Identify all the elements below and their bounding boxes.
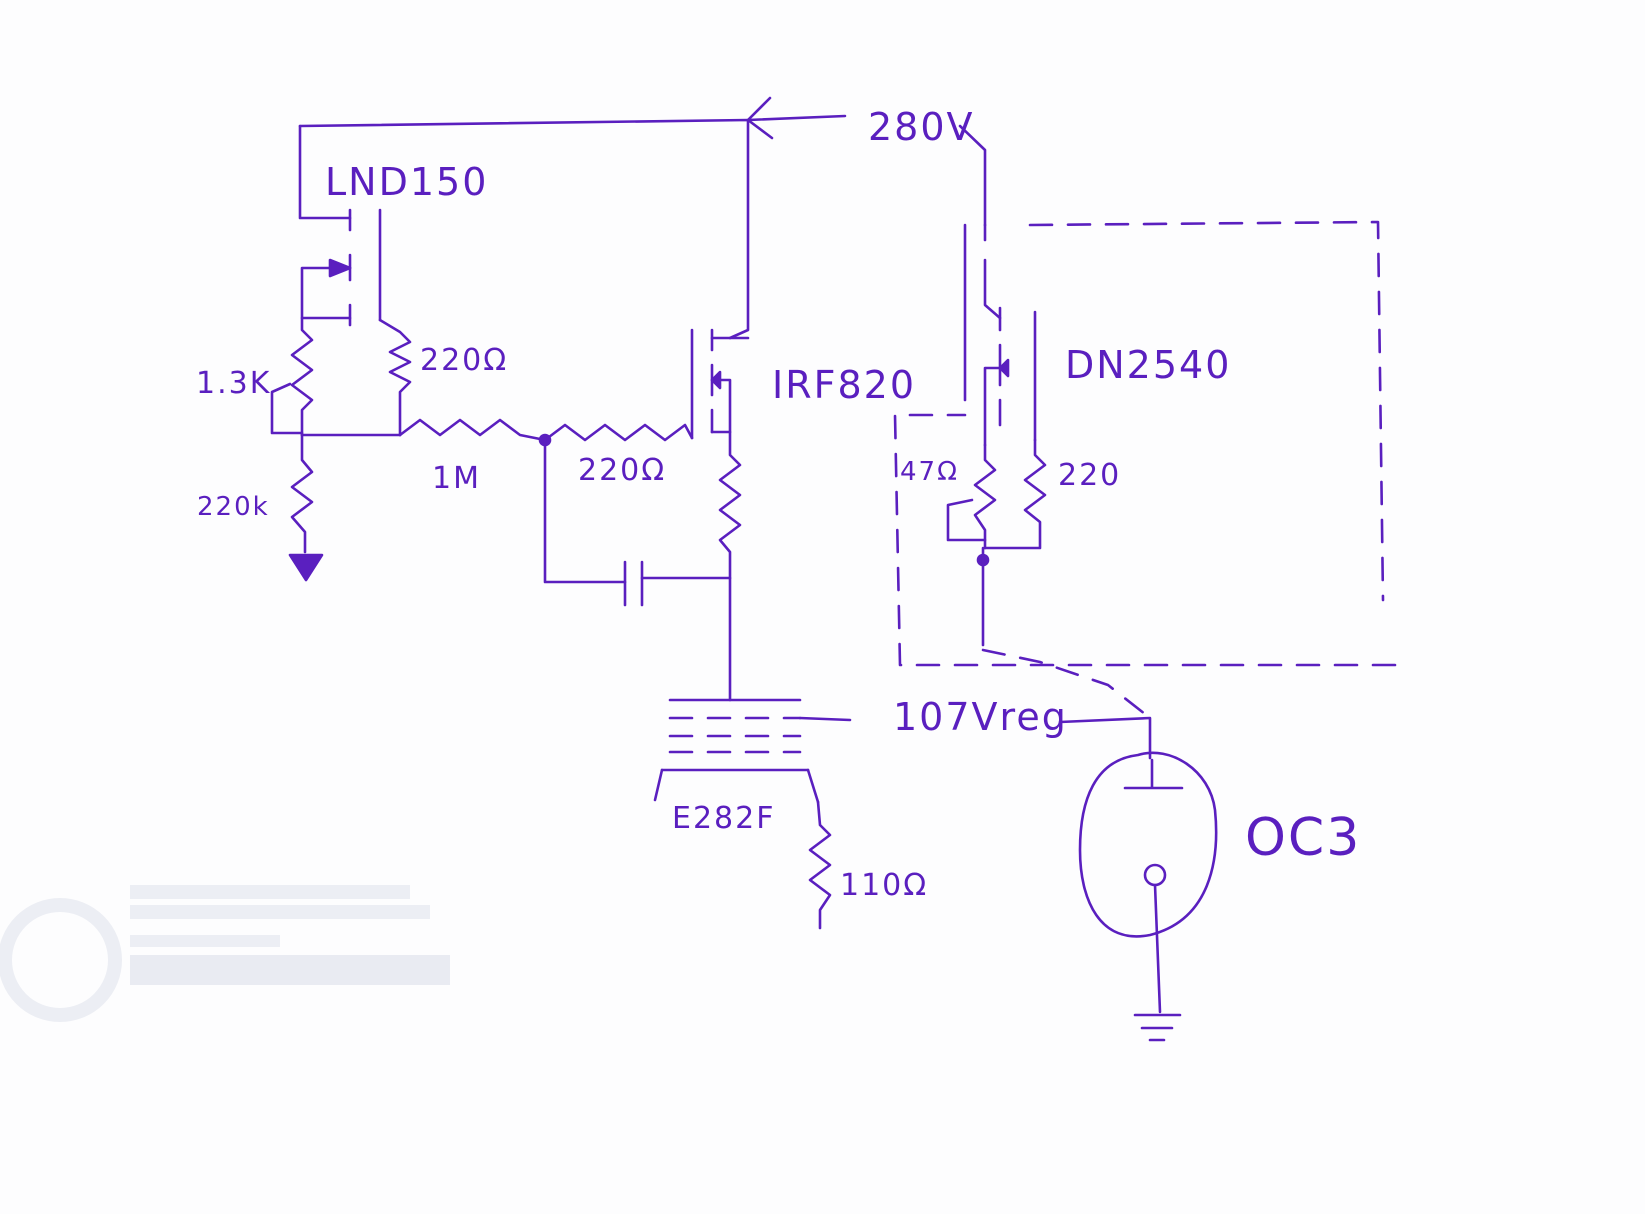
r-220-top-body xyxy=(378,318,412,437)
r-220-mid-body xyxy=(543,423,694,442)
e282f-grid-wire xyxy=(798,716,852,722)
labels: 280V LND150 1.3K 220Ω 220k 1M 220Ω IRF82… xyxy=(196,105,1361,903)
r-220-mid-label: 220Ω xyxy=(578,453,666,488)
e282f-heater-leads xyxy=(653,768,820,804)
supply-rail-wire xyxy=(298,118,750,340)
r-220k-body xyxy=(290,433,314,554)
irf820-label: IRF820 xyxy=(772,363,916,407)
r-110-body xyxy=(808,800,832,930)
oc3-anode xyxy=(1123,758,1184,790)
oc3-envelope xyxy=(1078,751,1218,938)
lnd150-label: LND150 xyxy=(325,160,488,204)
enclosure-right xyxy=(1028,220,1385,602)
r-220-top-label: 220Ω xyxy=(420,343,508,378)
dn2540-arrow xyxy=(998,358,1010,378)
reg-wire xyxy=(1058,716,1152,760)
lnd150-arrow xyxy=(328,258,352,278)
r-47-label: 47Ω xyxy=(900,457,959,487)
dn2540-to-reg-dashed xyxy=(981,648,1152,720)
ground-2-icon xyxy=(1133,1013,1182,1042)
irf820-arrow xyxy=(710,370,722,390)
dn2540-label: DN2540 xyxy=(1065,343,1231,387)
r-220-dn-body xyxy=(983,438,1047,550)
supply-arrow-head xyxy=(746,96,774,140)
r-220-dn-label: 220 xyxy=(1058,458,1121,493)
cap-left-wire xyxy=(543,438,627,584)
dn2540-drain-wire xyxy=(983,223,1002,320)
r-1-3k-wiper xyxy=(270,382,304,435)
r-1-3k-label: 1.3K xyxy=(196,366,271,401)
r-47-body xyxy=(973,443,997,550)
irf820-source-resistor xyxy=(718,430,742,702)
enclosure-left xyxy=(893,413,1397,667)
lnd150-source-wire xyxy=(300,266,352,320)
r-1-3k-body xyxy=(290,316,314,437)
r-47-wiper xyxy=(946,498,987,542)
ground-1-icon xyxy=(288,553,324,582)
e282f-label: E282F xyxy=(672,801,775,836)
dn2540-source-wire xyxy=(983,366,1002,447)
oc3-label: OC3 xyxy=(1245,808,1361,868)
supply-voltage-label: 280V xyxy=(868,105,975,149)
r-220k-label: 220k xyxy=(197,492,270,522)
show-through-watermark xyxy=(0,885,450,1022)
capacitor xyxy=(623,560,644,607)
supply-arrow-line xyxy=(746,114,847,122)
r-1m-label: 1M xyxy=(432,461,481,496)
supply-to-dn2540-wire xyxy=(958,124,987,227)
circuit-ink xyxy=(270,96,1397,1042)
oc3-cathode xyxy=(1143,863,1167,887)
r-110-label: 110Ω xyxy=(840,868,928,903)
lnd150-drain-wire xyxy=(298,124,352,220)
r-1m-body xyxy=(398,418,547,442)
reg-voltage-label: 107Vreg xyxy=(893,695,1068,739)
oc3-ground-wire xyxy=(1153,883,1162,1014)
